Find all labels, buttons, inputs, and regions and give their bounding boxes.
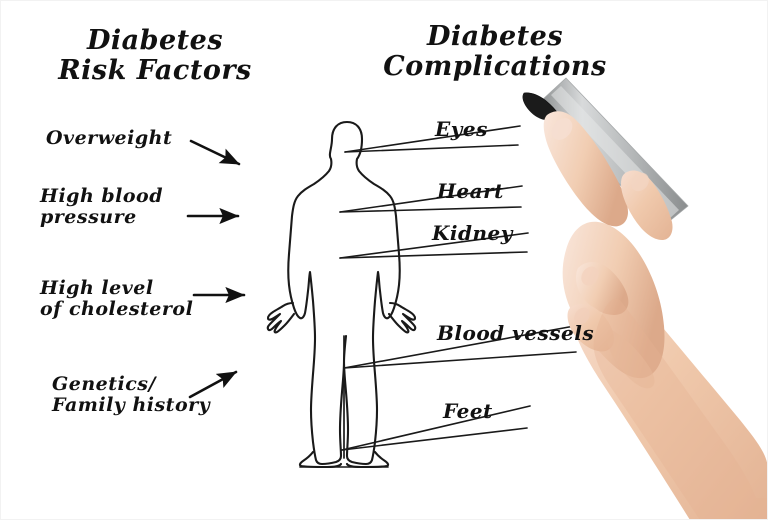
pen-highlight (551, 86, 679, 219)
complication-label-eyes: Eyes (435, 117, 488, 141)
forearm (571, 265, 768, 520)
risk-factor-label-high-cholesterol: High level of cholesterol (40, 277, 194, 321)
index-fingernail (551, 118, 573, 140)
body-silhouette-path (287, 120, 401, 466)
left-foot (298, 450, 343, 469)
complication-label-heart: Heart (437, 179, 504, 203)
pen-barrel (541, 78, 688, 228)
leader-feet-a (341, 405, 531, 451)
leader-kidney-b (339, 251, 528, 259)
arrow-overweight (189, 139, 241, 166)
leader-feet-b (341, 427, 528, 451)
ring-fingernail (581, 266, 599, 286)
middle-fingernail (631, 172, 649, 192)
complication-label-blood-vessels: Blood vessels (437, 321, 595, 345)
complication-label-feet: Feet (443, 399, 493, 423)
pen-tip (522, 92, 560, 121)
arm-shading (593, 298, 768, 520)
leader-eyes-b (344, 144, 519, 153)
leader-eyes-a (344, 125, 521, 153)
leader-heart-b (339, 206, 522, 213)
page-title-risk-factors: Diabetes Risk Factors (58, 25, 252, 87)
page-title-complications: Diabetes Complications (383, 21, 607, 83)
leader-bloodvessels-b (343, 351, 577, 369)
ring-finger (575, 262, 629, 315)
risk-factor-label-overweight: Overweight (46, 127, 173, 149)
risk-factor-label-genetics-family-history: Genetics/ Family history (52, 373, 211, 417)
risk-factor-label-high-blood-pressure: High blood pressure (40, 185, 164, 229)
right-foot (345, 450, 390, 469)
pen-barrel-edge (540, 77, 689, 229)
human-body-outline (266, 120, 417, 469)
risk-factor-arrows (186, 139, 246, 399)
left-hand-fingers (266, 301, 296, 334)
thumb-shading (606, 329, 655, 389)
index-finger (543, 111, 628, 227)
hand-holding-pen (522, 77, 768, 520)
middle-finger (621, 170, 673, 240)
right-hand-fingers (387, 301, 417, 334)
hand-palm (562, 221, 665, 379)
complication-label-kidney: Kidney (432, 221, 513, 245)
